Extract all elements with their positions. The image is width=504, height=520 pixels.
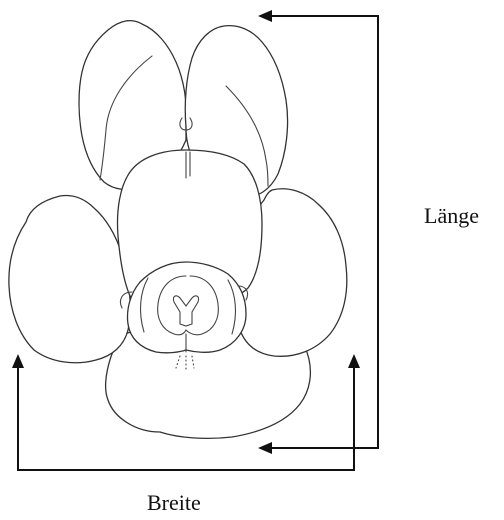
width-label: Breite (147, 490, 201, 515)
width-left-arrowhead (12, 354, 24, 368)
length-top-arrowhead (258, 10, 272, 22)
left-lateral-petal (9, 196, 130, 363)
length-label: Länge (424, 203, 479, 228)
length-bottom-arrowhead (258, 442, 272, 454)
flower-illustration (9, 21, 347, 439)
width-right-arrowhead (348, 354, 360, 368)
